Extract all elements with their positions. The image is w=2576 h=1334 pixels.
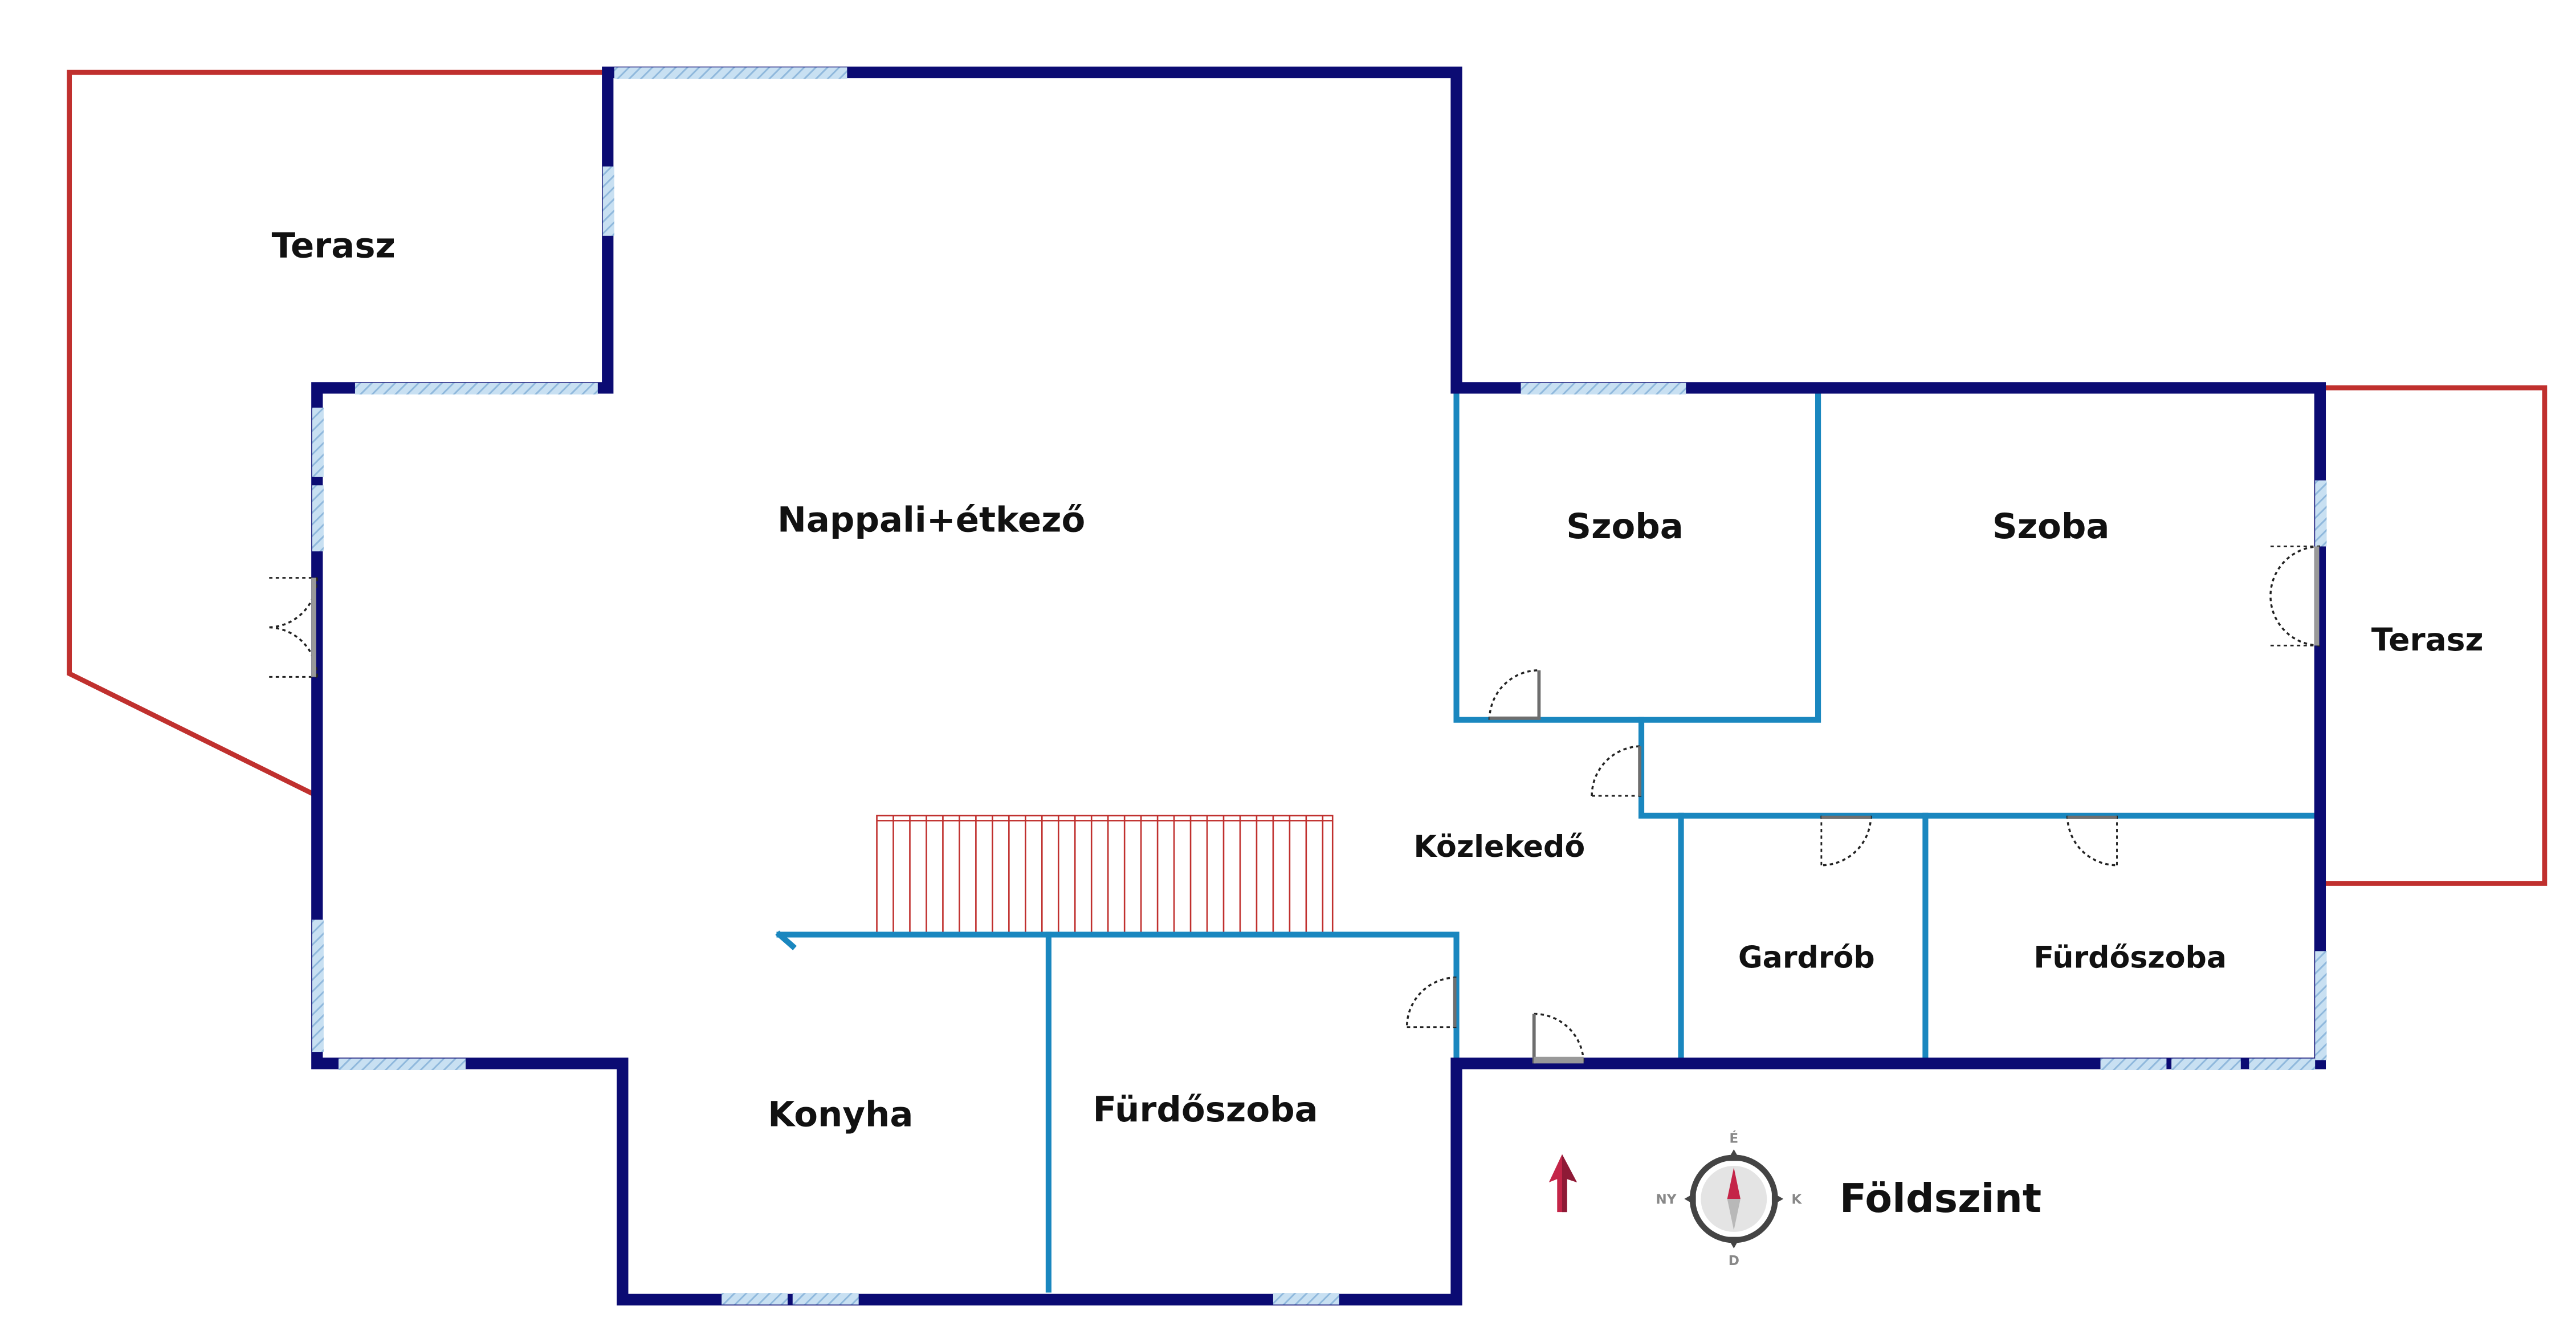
door-gardrob bbox=[1820, 815, 1872, 867]
room-label-szoba-1: Szoba bbox=[1566, 507, 1684, 547]
window bbox=[312, 485, 324, 552]
window bbox=[614, 67, 847, 79]
terrace-left-outline bbox=[67, 70, 608, 798]
window bbox=[354, 383, 598, 394]
door-furdo-bottom bbox=[1405, 976, 1457, 1028]
window bbox=[312, 408, 324, 477]
window bbox=[338, 1058, 466, 1070]
room-labels: Terasz Nappali+étkező Szoba Szoba Terasz… bbox=[272, 226, 2484, 1134]
compass-icon: É D NY K bbox=[1656, 1130, 1802, 1268]
room-label-szoba-2: Szoba bbox=[1992, 507, 2110, 547]
window bbox=[2249, 1058, 2316, 1070]
window bbox=[1273, 1293, 1339, 1305]
room-label-nappali: Nappali+étkező bbox=[777, 500, 1085, 540]
room-label-terrace-right: Terasz bbox=[2371, 621, 2484, 658]
room-label-furdo-right: Fürdőszoba bbox=[2033, 941, 2227, 975]
door-furdo-right bbox=[2066, 815, 2118, 867]
door-szoba-1 bbox=[1488, 669, 1541, 720]
door-szoba-terrace bbox=[2269, 545, 2320, 647]
terrace-outlines bbox=[67, 70, 2548, 886]
window bbox=[2315, 951, 2327, 1060]
terrace-right-outline bbox=[2320, 385, 2548, 886]
window bbox=[2315, 480, 2327, 547]
stairs bbox=[876, 815, 1334, 936]
window bbox=[602, 166, 614, 236]
window bbox=[722, 1293, 788, 1305]
compass-east-label: K bbox=[1791, 1192, 1802, 1207]
north-arrow-icon bbox=[1548, 1154, 1578, 1213]
window bbox=[312, 920, 324, 1052]
compass-south-label: D bbox=[1729, 1253, 1739, 1268]
room-label-gardrob: Gardrób bbox=[1738, 941, 1875, 975]
windows bbox=[312, 67, 2327, 1305]
window bbox=[2100, 1058, 2167, 1070]
door-entrance bbox=[1532, 1012, 1585, 1064]
floor-title: Földszint bbox=[1840, 1176, 2041, 1222]
window bbox=[792, 1293, 859, 1305]
room-label-terrace-left: Terasz bbox=[272, 226, 396, 266]
door-szoba-2 bbox=[1591, 745, 1642, 797]
window bbox=[2171, 1058, 2241, 1070]
compass-north-label: É bbox=[1729, 1130, 1738, 1146]
window bbox=[1521, 383, 1686, 394]
door-nappali-terrace bbox=[269, 577, 319, 678]
exterior-walls bbox=[311, 66, 2326, 1305]
room-label-furdo-bottom: Fürdőszoba bbox=[1093, 1090, 1318, 1130]
compass-west-label: NY bbox=[1656, 1192, 1676, 1207]
doors bbox=[269, 545, 2320, 1064]
room-label-kozlekedo: Közlekedő bbox=[1414, 830, 1585, 864]
room-label-konyha: Konyha bbox=[768, 1095, 913, 1134]
